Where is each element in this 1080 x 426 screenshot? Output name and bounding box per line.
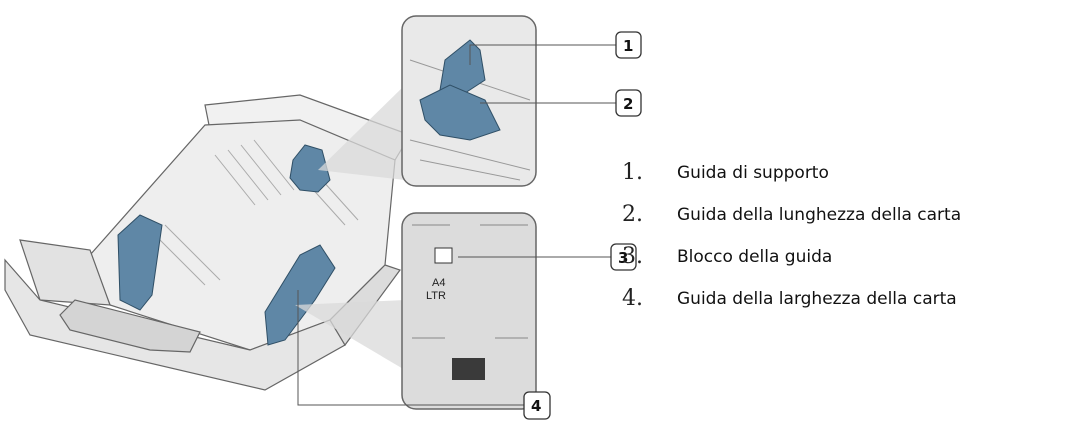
paper-size-icon xyxy=(434,247,453,264)
paper-size-ltr: LTR xyxy=(426,290,446,302)
legend-label: Guida di supporto xyxy=(677,163,829,183)
svg-text:3: 3 xyxy=(618,249,628,267)
legend-label: Guida della larghezza della carta xyxy=(677,289,957,309)
guide-lock-button xyxy=(452,358,485,380)
right-width-guide xyxy=(264,244,336,346)
support-guide xyxy=(289,144,331,193)
svg-text:2: 2 xyxy=(623,95,633,113)
callout-4: 4 xyxy=(523,391,551,420)
paper-tray xyxy=(4,94,411,391)
callout-1: 1 xyxy=(615,31,642,59)
bottom-inset: A4 LTR xyxy=(401,212,537,410)
callout-3: 3 xyxy=(610,243,637,271)
top-inset xyxy=(401,15,537,187)
legend-number: 4. xyxy=(622,286,643,311)
legend-number: 1. xyxy=(622,160,643,185)
top-inset-connector xyxy=(318,85,405,180)
legend-label: Guida della lunghezza della carta xyxy=(677,205,962,225)
legend-label: Blocco della guida xyxy=(677,247,833,267)
svg-text:4: 4 xyxy=(531,397,541,415)
callout-2: 2 xyxy=(615,89,642,117)
leader-lines xyxy=(297,44,616,406)
legend-number: 2. xyxy=(622,202,643,227)
bottom-inset-connector xyxy=(295,300,405,370)
tray-guides xyxy=(117,144,336,346)
left-width-guide xyxy=(117,214,163,311)
paper-size-a4: A4 xyxy=(432,277,445,289)
svg-text:1: 1 xyxy=(623,37,633,55)
length-guide-closeup xyxy=(419,84,501,141)
legend-number: 3. xyxy=(622,244,643,269)
